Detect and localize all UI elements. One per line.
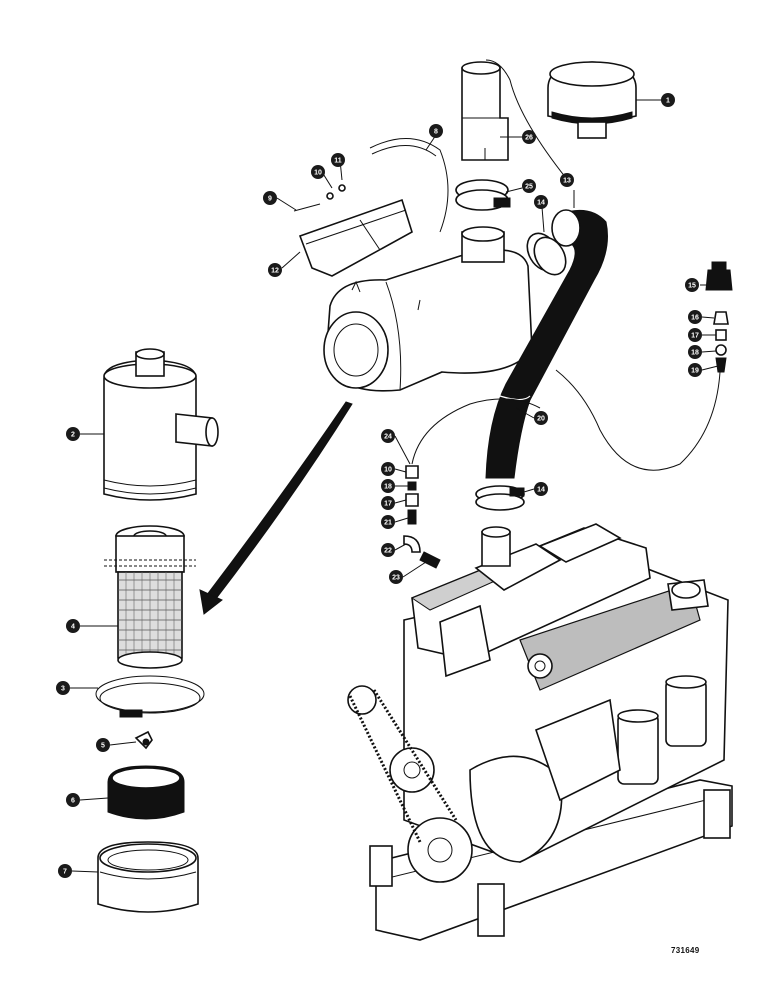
callout-19: 19 xyxy=(688,363,702,377)
callout-18-right-label: 18 xyxy=(691,350,699,357)
callout-5: 5 xyxy=(96,738,110,752)
filter-element-4 xyxy=(104,525,196,669)
callout-20: 20 xyxy=(534,411,548,425)
callout-18-left: 18 xyxy=(381,479,395,493)
callout-15-label: 15 xyxy=(688,283,696,290)
callout-9: 9 xyxy=(263,191,277,205)
callout-22: 22 xyxy=(381,543,395,557)
callout-12: 12 xyxy=(268,263,282,277)
callout-11: 11 xyxy=(331,153,345,167)
callout-16: 16 xyxy=(688,310,702,324)
callout-25-label: 25 xyxy=(525,184,533,191)
callout-6-label: 6 xyxy=(71,798,75,805)
callout-16-label: 16 xyxy=(691,315,699,322)
callout-13: 13 xyxy=(560,173,574,187)
sealing-ring-6 xyxy=(107,765,185,820)
callout-3-label: 3 xyxy=(61,686,65,693)
callout-22-label: 22 xyxy=(384,548,392,555)
callout-10-left: 10 xyxy=(381,462,395,476)
callout-23: 23 xyxy=(389,570,403,584)
callout-1: 1 xyxy=(661,93,675,107)
callout-7: 7 xyxy=(58,864,72,878)
callout-14-lower: 14 xyxy=(534,482,548,496)
callout-15: 15 xyxy=(685,278,699,292)
callout-20-label: 20 xyxy=(537,416,545,423)
callout-14-upper-label: 14 xyxy=(537,200,545,207)
dust-cup-7 xyxy=(97,841,199,913)
callout-14-lower-label: 14 xyxy=(537,487,545,494)
callout-2-label: 2 xyxy=(71,432,75,439)
callout-21-label: 21 xyxy=(384,520,392,527)
callout-19-label: 19 xyxy=(691,368,699,375)
mounting-bracket-12 xyxy=(293,184,413,277)
callout-12-label: 12 xyxy=(271,268,279,275)
callout-25: 25 xyxy=(522,179,536,193)
callout-26-label: 26 xyxy=(525,135,533,142)
callout-2: 2 xyxy=(66,427,80,441)
callout-9-label: 9 xyxy=(268,196,272,203)
indicator-line-left xyxy=(403,398,541,569)
callout-24-label: 24 xyxy=(384,434,392,441)
clamp-band-3 xyxy=(95,675,205,718)
callout-17-right: 17 xyxy=(688,328,702,342)
engine-assembly xyxy=(347,523,733,941)
air-cleaner-housing-assembled xyxy=(323,226,533,392)
drawing-part-number: 731649 xyxy=(671,946,700,955)
callout-4-label: 4 xyxy=(71,624,75,631)
callout-13-label: 13 xyxy=(563,178,571,185)
assembly-arrow xyxy=(199,401,353,615)
air-cleaner-band-8 xyxy=(369,138,449,233)
leader-lines xyxy=(70,59,719,873)
hose-clamp-upper xyxy=(455,179,511,211)
callout-1-label: 1 xyxy=(666,98,670,105)
callout-18-left-label: 18 xyxy=(384,484,392,491)
callout-10: 10 xyxy=(311,165,325,179)
intake-extension-tube xyxy=(461,61,509,161)
callout-23-label: 23 xyxy=(392,575,400,582)
hose-clamp-14-upper xyxy=(526,232,567,276)
callout-3: 3 xyxy=(56,681,70,695)
callout-10-left-label: 10 xyxy=(384,467,392,474)
callout-10-label: 10 xyxy=(314,170,322,177)
air-cleaner-housing-2 xyxy=(103,348,219,501)
callout-8-label: 8 xyxy=(434,129,438,136)
indicator-line-right xyxy=(555,261,733,471)
callout-11-label: 11 xyxy=(334,158,342,165)
callout-17-left-label: 17 xyxy=(384,501,392,508)
callout-17-right-label: 17 xyxy=(691,333,699,340)
precleaner-cap xyxy=(547,61,637,139)
callout-14-upper: 14 xyxy=(534,195,548,209)
callout-18-right: 18 xyxy=(688,345,702,359)
callout-17-left: 17 xyxy=(381,496,395,510)
rubber-elbow-hose xyxy=(485,209,608,479)
callout-4: 4 xyxy=(66,619,80,633)
hose-clamp-14-lower xyxy=(475,485,525,511)
callout-6: 6 xyxy=(66,793,80,807)
callout-7-label: 7 xyxy=(63,869,67,876)
callout-5-label: 5 xyxy=(101,743,105,750)
callout-24: 24 xyxy=(381,429,395,443)
wing-nut-5 xyxy=(134,730,153,750)
callout-26: 26 xyxy=(522,130,536,144)
callout-8: 8 xyxy=(429,124,443,138)
callout-21: 21 xyxy=(381,515,395,529)
